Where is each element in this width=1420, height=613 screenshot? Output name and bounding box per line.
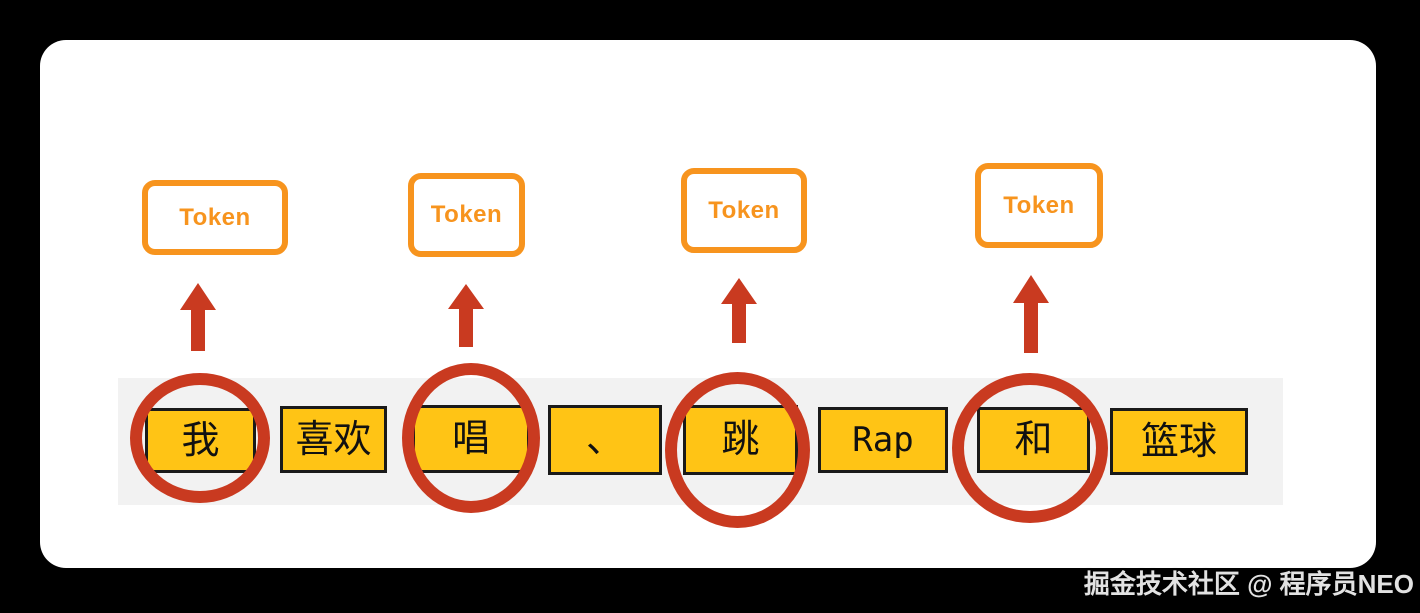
token-cell-xihuan: 喜欢 (280, 406, 387, 473)
highlight-circle-wo (130, 373, 270, 503)
token-box-3: Token (681, 168, 807, 253)
token-box-label: Token (708, 196, 780, 224)
token-box-4: Token (975, 163, 1103, 248)
up-arrow-icon (1013, 275, 1049, 353)
token-cell-text: 喜欢 (295, 418, 372, 461)
token-cell-text: Rap (852, 420, 914, 460)
watermark-text: 掘金技术社区 @ 程序员NEO (1083, 569, 1414, 599)
token-box-label: Token (1003, 191, 1075, 219)
token-box-2: Token (408, 173, 525, 257)
highlight-circle-chang (402, 363, 540, 513)
token-box-label: Token (430, 201, 503, 228)
token-cell-text: 、 (585, 419, 624, 461)
token-box-label: Token (179, 203, 251, 231)
token-cell-rap: Rap (818, 407, 948, 473)
highlight-circle-he (952, 373, 1108, 523)
up-arrow-icon (448, 284, 484, 347)
token-cell-text: 篮球 (1140, 420, 1217, 463)
token-cell-lanqiu: 篮球 (1110, 408, 1248, 475)
diagram-card: Token Token Token Token 我 喜欢 (40, 40, 1376, 568)
highlight-circle-tiao (665, 372, 810, 528)
up-arrow-icon (721, 278, 757, 343)
token-box-1: Token (142, 180, 288, 255)
up-arrow-icon (180, 283, 216, 351)
token-cell-comma: 、 (548, 405, 662, 475)
